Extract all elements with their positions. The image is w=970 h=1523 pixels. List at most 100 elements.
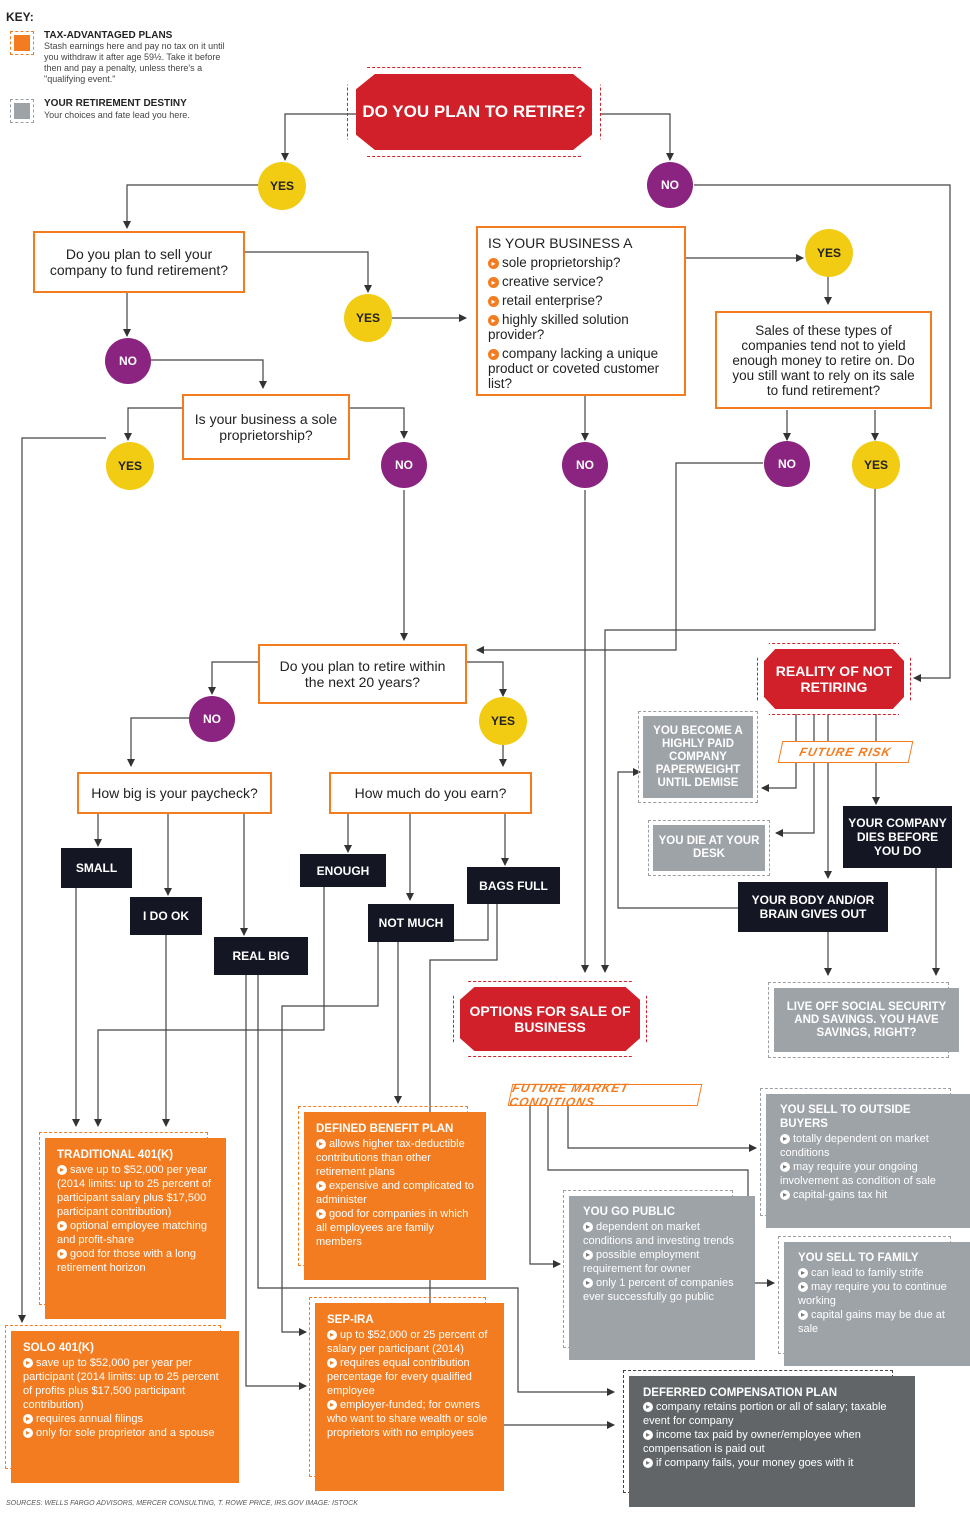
sell-family-item: can lead to family strife <box>798 1266 959 1280</box>
retire20-yes: YES <box>479 697 527 745</box>
sales-yes: YES <box>852 441 900 489</box>
social-security-frame: LIVE OFF SOCIAL SECURITY AND SAVINGS. YO… <box>768 982 959 1058</box>
deferred-item: if company fails, your money goes with i… <box>643 1456 901 1470</box>
future-market-label: FUTURE MARKET CONDITIONS <box>507 1081 703 1109</box>
deferred-item: income tax paid by owner/employee when c… <box>643 1428 901 1456</box>
question-earn: How much do you earn? <box>329 772 532 814</box>
answer-bags-full: BAGS FULL <box>467 867 560 904</box>
sepira-item: employer-funded; for owners who want to … <box>327 1398 492 1440</box>
deferred-frame: DEFERRED COMPENSATION PLAN company retai… <box>623 1370 915 1507</box>
sell-outside-frame: YOU SELL TO OUTSIDE BUYERS totally depen… <box>760 1088 970 1228</box>
sell-family-item: may require you to continue working <box>798 1280 959 1308</box>
start-outline <box>347 67 601 157</box>
business-item: company lacking a unique product or cove… <box>488 346 674 391</box>
outcome-body-brain: YOUR BODY AND/OR BRAIN GIVES OUT <box>738 882 888 932</box>
sell-no: NO <box>105 338 151 384</box>
business-no: NO <box>562 442 608 488</box>
key-heading-destiny: YOUR RETIREMENT DESTINY <box>44 98 187 109</box>
outcome-go-public: YOU GO PUBLIC dependent on market condit… <box>569 1196 755 1360</box>
question-sole-prop: Is your business a sole proprietorship? <box>182 394 350 460</box>
start-yes: YES <box>258 162 306 210</box>
deferred-item: company retains portion or all of salary… <box>643 1400 901 1428</box>
outcome-social-security: LIVE OFF SOCIAL SECURITY AND SAVINGS. YO… <box>774 988 959 1052</box>
sell-yes: YES <box>344 294 392 342</box>
start-no: NO <box>647 162 693 208</box>
paperweight-frame: YOU BECOME A HIGHLY PAID COMPANY PAPERWE… <box>638 711 758 803</box>
answer-not-much: NOT MUCH <box>368 904 454 942</box>
defined-item: expensive and complicated to administer <box>316 1179 474 1207</box>
sell-outside-title: YOU SELL TO OUTSIDE BUYERS <box>780 1104 911 1130</box>
go-public-item: possible employment requirement for owne… <box>583 1248 741 1276</box>
sell-family-title: YOU SELL TO FAMILY <box>798 1252 919 1264</box>
trad401k-item: optional employee matching and profit-sh… <box>57 1219 214 1247</box>
key-swatch-orange <box>10 31 34 55</box>
options-sale: OPTIONS FOR SALE OF BUSINESS <box>460 987 640 1051</box>
trad401k-frame: TRADITIONAL 401(K) save up to $52,000 pe… <box>39 1132 226 1319</box>
question-sell-company: Do you plan to sell your company to fund… <box>33 231 245 293</box>
defined-frame: DEFINED BENEFIT PLAN allows higher tax-d… <box>298 1106 486 1280</box>
sell-family-frame: YOU SELL TO FAMILY can lead to family st… <box>778 1236 970 1366</box>
answer-small: SMALL <box>61 848 132 888</box>
trad401k-title: TRADITIONAL 401(K) <box>57 1149 174 1161</box>
future-risk-label: FUTURE RISK <box>777 741 914 763</box>
sell-outside-item: may require your ongoing involvement as … <box>780 1160 959 1188</box>
key-title: KEY: <box>6 10 34 24</box>
key-desc-destiny: Your choices and fate lead you here. <box>44 110 190 120</box>
trad401k-item: save up to $52,000 per year (2014 limits… <box>57 1163 214 1219</box>
go-public-title: YOU GO PUBLIC <box>583 1206 676 1218</box>
plan-sep-ira: SEP-IRA up to $52,000 or 25 percent of s… <box>315 1303 504 1491</box>
business-type-box: IS YOUR BUSINESS A sole proprietorship? … <box>476 226 686 396</box>
key-heading-tax: TAX-ADVANTAGED PLANS <box>44 30 173 41</box>
die-desk-frame: YOU DIE AT YOUR DESK <box>648 820 770 876</box>
sell-outside-item: totally dependent on market conditions <box>780 1132 959 1160</box>
question-paycheck: How big is your paycheck? <box>77 772 272 814</box>
go-public-frame: YOU GO PUBLIC dependent on market condit… <box>563 1190 755 1360</box>
sole-no: NO <box>381 442 427 488</box>
business-item: creative service? <box>488 274 674 289</box>
outcome-die-desk: YOU DIE AT YOUR DESK <box>653 825 765 871</box>
outcome-sell-outside: YOU SELL TO OUTSIDE BUYERS totally depen… <box>766 1094 970 1228</box>
trad401k-item: good for those with a long retirement ho… <box>57 1247 214 1275</box>
business-yes: YES <box>805 229 853 277</box>
sepira-frame: SEP-IRA up to $52,000 or 25 percent of s… <box>309 1297 504 1491</box>
sources-credit: SOURCES: WELLS FARGO ADVISORS, MERCER CO… <box>6 1500 358 1507</box>
sales-no: NO <box>764 441 810 487</box>
defined-item: allows higher tax-deductible contributio… <box>316 1137 474 1179</box>
plan-deferred-compensation: DEFERRED COMPENSATION PLAN company retai… <box>629 1376 915 1507</box>
key-swatch-grey <box>10 99 34 123</box>
answer-real-big: REAL BIG <box>214 937 308 975</box>
business-item: sole proprietorship? <box>488 255 674 270</box>
question-retire-20: Do you plan to retire within the next 20… <box>258 644 467 704</box>
business-box-title: IS YOUR BUSINESS A <box>488 235 633 251</box>
deferred-title: DEFERRED COMPENSATION PLAN <box>643 1387 838 1399</box>
sell-outside-item: capital-gains tax hit <box>780 1188 959 1202</box>
key-desc-tax: Stash earnings here and pay no tax on it… <box>44 41 225 84</box>
sepira-item: requires equal contribution percentage f… <box>327 1356 492 1398</box>
solo401k-item: save up to $52,000 per year per particip… <box>23 1356 227 1412</box>
reality-outline <box>757 643 911 715</box>
defined-title: DEFINED BENEFIT PLAN <box>316 1123 454 1135</box>
sell-family-item: capital gains may be due at sale <box>798 1308 959 1336</box>
solo401k-title: SOLO 401(K) <box>23 1342 94 1354</box>
outcome-company-dies: YOUR COMPANY DIES BEFORE YOU DO <box>843 806 952 868</box>
business-item: highly skilled solution provider? <box>488 312 674 342</box>
go-public-item: only 1 percent of companies ever success… <box>583 1276 741 1304</box>
retire20-no: NO <box>189 696 235 742</box>
reality-not-retiring: REALITY OF NOT RETIRING <box>764 649 904 709</box>
answer-i-do-ok: I DO OK <box>130 897 202 935</box>
answer-enough: ENOUGH <box>300 854 386 887</box>
business-item: retail enterprise? <box>488 293 674 308</box>
go-public-item: dependent on market conditions and inves… <box>583 1220 741 1248</box>
sole-yes: YES <box>106 442 154 490</box>
plan-traditional-401k: TRADITIONAL 401(K) save up to $52,000 pe… <box>45 1138 226 1319</box>
options-outline <box>453 981 647 1057</box>
start-question: DO YOU PLAN TO RETIRE? <box>356 74 592 150</box>
plan-defined-benefit: DEFINED BENEFIT PLAN allows higher tax-d… <box>304 1112 486 1280</box>
sepira-title: SEP-IRA <box>327 1314 374 1326</box>
outcome-paperweight: YOU BECOME A HIGHLY PAID COMPANY PAPERWE… <box>643 716 753 798</box>
defined-item: good for companies in which all employee… <box>316 1207 474 1249</box>
outcome-sell-family: YOU SELL TO FAMILY can lead to family st… <box>784 1242 970 1366</box>
question-sales-yield: Sales of these types of companies tend n… <box>715 311 932 409</box>
solo401k-frame: SOLO 401(K) save up to $52,000 per year … <box>5 1325 239 1483</box>
sepira-item: up to $52,000 or 25 percent of salary pe… <box>327 1328 492 1356</box>
